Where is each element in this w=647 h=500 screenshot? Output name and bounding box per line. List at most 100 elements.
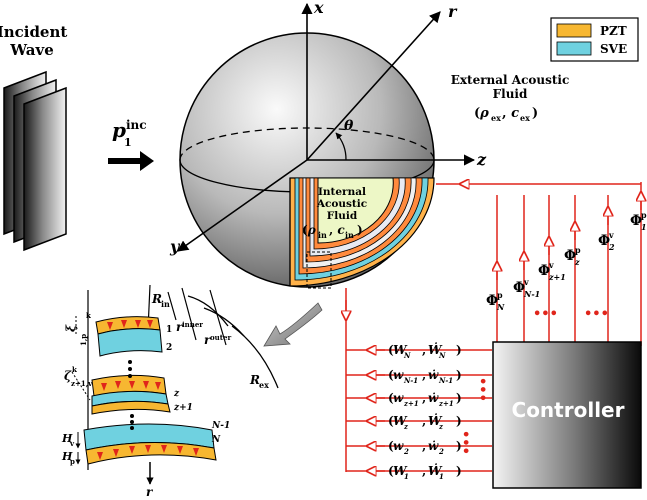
svg-text:,: , [422, 391, 426, 405]
svg-text:1: 1 [404, 472, 409, 481]
svg-text:1: 1 [124, 136, 132, 149]
svg-text:Φ: Φ [513, 280, 525, 296]
svg-text:): ) [456, 391, 462, 405]
svg-text:(ρ: (ρ [302, 223, 317, 237]
svg-text:1,p: 1,p [79, 334, 88, 346]
polarization-arrow [101, 383, 107, 391]
svg-text:N-1: N-1 [523, 289, 540, 299]
svg-text:N: N [438, 351, 446, 360]
controller-box [492, 341, 642, 489]
svg-text:k: k [86, 311, 91, 320]
svg-text:p: p [497, 290, 503, 300]
svg-text:R: R [151, 292, 162, 306]
cutaway-shell [289, 177, 435, 289]
polarization-arrow [155, 382, 161, 390]
svg-text:w: w [393, 368, 404, 382]
svg-text:): ) [456, 414, 462, 428]
polarization-arrow [177, 446, 183, 454]
legend: PZT SVE [550, 17, 639, 62]
svg-text:Φ: Φ [564, 248, 576, 264]
feedback-wiring [346, 182, 641, 472]
svg-text:r: r [204, 333, 212, 347]
svg-text:Ẇ: Ẇ [428, 412, 443, 428]
svg-text:w: w [393, 391, 404, 405]
svg-text:p: p [112, 118, 126, 142]
polarization-arrow [143, 381, 149, 389]
svg-text:z+1: z+1 [438, 399, 454, 408]
svg-text:Φ: Φ [630, 213, 642, 229]
svg-text:N-1: N-1 [403, 376, 418, 385]
svg-text:,: , [422, 368, 426, 382]
phi-label: Φpz [564, 245, 581, 267]
external-fluid-label: External Acoustic Fluid (ρ ex , c ex ) [451, 73, 570, 123]
svg-text:): ) [357, 223, 363, 237]
zoom-arrow [263, 302, 323, 347]
svg-text:N-1: N-1 [438, 376, 453, 385]
polarization-arrow [113, 449, 119, 457]
incident-pressure-label: p inc 1 [112, 118, 147, 149]
svg-text:N: N [211, 435, 221, 445]
svg-text:p: p [575, 245, 581, 255]
svg-text:N-1: N-1 [211, 421, 230, 431]
legend-sve-label: SVE [600, 42, 627, 56]
detail-layer-pzt-z1 [91, 400, 171, 415]
state-label: (Wz,Ẇz) [388, 412, 462, 431]
svg-text:w: w [393, 439, 404, 453]
svg-text:,: , [422, 343, 426, 357]
svg-text:,: , [422, 464, 426, 478]
x-axis-label: x [313, 0, 324, 17]
theta-label: θ [344, 118, 354, 134]
svg-text:,: , [422, 439, 426, 453]
phi-ellipsis-2: ••• [584, 307, 609, 322]
svg-text:in: in [161, 299, 170, 309]
svg-text:1: 1 [641, 222, 647, 232]
detail-layer-sve-1 [97, 328, 163, 357]
svg-text:, c: , c [502, 106, 519, 121]
svg-text:1: 1 [166, 325, 172, 335]
svg-text:Internal: Internal [318, 186, 366, 198]
svg-text:ex: ex [491, 113, 501, 123]
phi-ellipsis-1: ••• [533, 307, 558, 322]
polarization-arrow [97, 452, 103, 460]
svg-text:(: ( [388, 343, 394, 357]
svg-text:(: ( [388, 464, 394, 478]
svg-text:z+1: z+1 [403, 399, 419, 408]
incident-wave-title-line1: Incident [0, 23, 67, 41]
svg-text:Acoustic: Acoustic [316, 198, 367, 210]
svg-text:inc: inc [126, 118, 147, 132]
svg-text:in: in [345, 230, 354, 240]
polarization-arrow [107, 322, 113, 330]
svg-text:outer: outer [210, 333, 231, 342]
svg-text:r: r [146, 485, 154, 499]
incident-wave-plates [3, 70, 67, 252]
svg-text:2: 2 [403, 447, 409, 456]
detail-layer-pzt-n [85, 442, 217, 465]
state-ellipsis-2: ••• [457, 430, 472, 455]
legend-pzt-swatch [556, 23, 592, 38]
svg-text:in: in [318, 230, 327, 240]
svg-text:External Acoustic: External Acoustic [451, 73, 570, 87]
svg-text:H: H [61, 432, 73, 445]
svg-text:z: z [173, 389, 180, 399]
svg-text:): ) [456, 464, 462, 478]
y-axis-label: y [169, 237, 181, 256]
svg-text:2: 2 [438, 447, 444, 456]
r-axis [306, 11, 441, 161]
svg-text:): ) [456, 368, 462, 382]
legend-pzt-label: PZT [600, 24, 627, 38]
incident-arrow [108, 151, 154, 171]
svg-text:ẇ: ẇ [428, 439, 439, 453]
polarization-arrow [193, 448, 199, 456]
state-label: (W1,Ẇ1) [388, 462, 462, 481]
svg-text:N: N [403, 351, 411, 360]
polarization-arrow [145, 445, 151, 453]
svg-text:v: v [69, 439, 75, 448]
svg-text:Fluid: Fluid [327, 210, 358, 222]
svg-text:inner: inner [182, 320, 203, 329]
svg-text:(: ( [388, 439, 394, 453]
svg-text:z+1: z+1 [548, 272, 566, 282]
